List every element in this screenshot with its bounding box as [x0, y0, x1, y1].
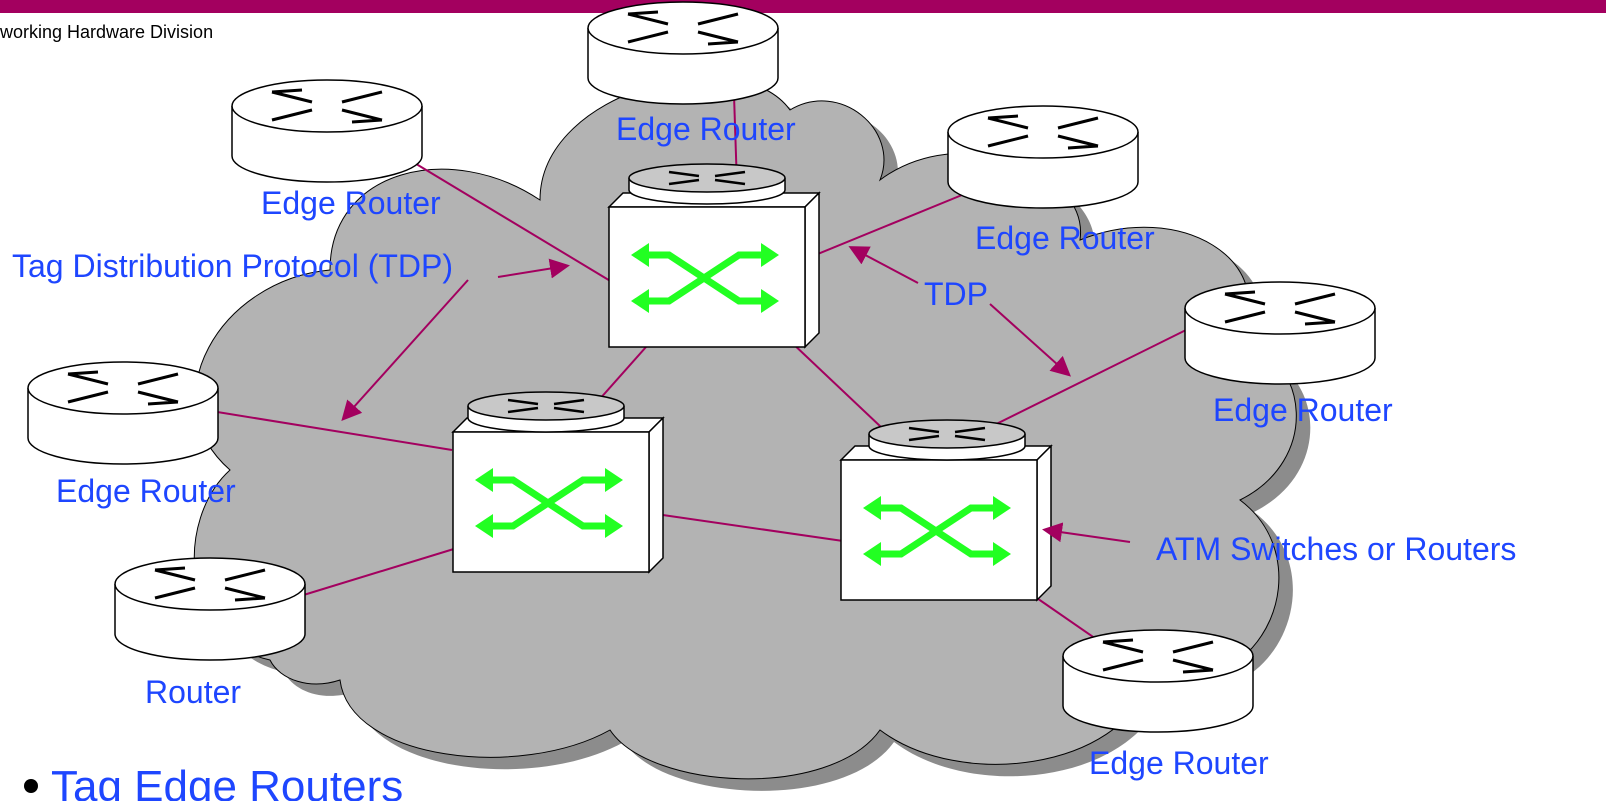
tdp-arrow [989, 303, 1071, 377]
router-icon-bottom-left [113, 556, 307, 662]
label-edge-router-upper-left: Edge Router [261, 185, 441, 221]
router-icon-bottom-right [1061, 628, 1255, 734]
link [397, 152, 613, 283]
label-edge-router-right: Edge Router [1213, 392, 1393, 428]
annotation-arrows [341, 246, 1131, 543]
label-edge-router-top: Edge Router [616, 111, 796, 147]
atm-arrow [1042, 522, 1131, 543]
router-icon-top [586, 0, 780, 106]
tdp-arrow [341, 279, 469, 421]
link [296, 547, 458, 598]
division-label: working Hardware Division [0, 22, 213, 42]
label-edge-router-left: Edge Router [56, 473, 236, 509]
link [648, 512, 844, 542]
label-atm-switches: ATM Switches or Routers [1156, 531, 1516, 567]
link [204, 409, 453, 451]
header-bar [0, 0, 1606, 13]
label-tdp-left: Tag Distribution Protocol (TDP) [12, 248, 453, 284]
atm-switch-icon-left [453, 390, 663, 572]
router-icon-upper-left [230, 78, 424, 184]
tdp-arrow [848, 246, 919, 284]
router-icon-right [1183, 280, 1377, 386]
atm-switch-icon-right [841, 418, 1051, 600]
label-router-bottom-left: Router [145, 674, 241, 710]
router-icon-upper-right [946, 104, 1140, 210]
label-edge-router-bottom-right: Edge Router [1089, 745, 1269, 781]
network-cloud [193, 77, 1297, 780]
bullet-tag-edge-routers: Tag Edge Routers [51, 762, 403, 801]
tdp-arrow [497, 258, 570, 279]
label-edge-router-upper-right: Edge Router [975, 220, 1155, 256]
label-tdp-right: TDP [924, 276, 988, 312]
bullet-dot [24, 779, 38, 793]
router-icon-left [26, 360, 220, 466]
link [807, 194, 963, 259]
